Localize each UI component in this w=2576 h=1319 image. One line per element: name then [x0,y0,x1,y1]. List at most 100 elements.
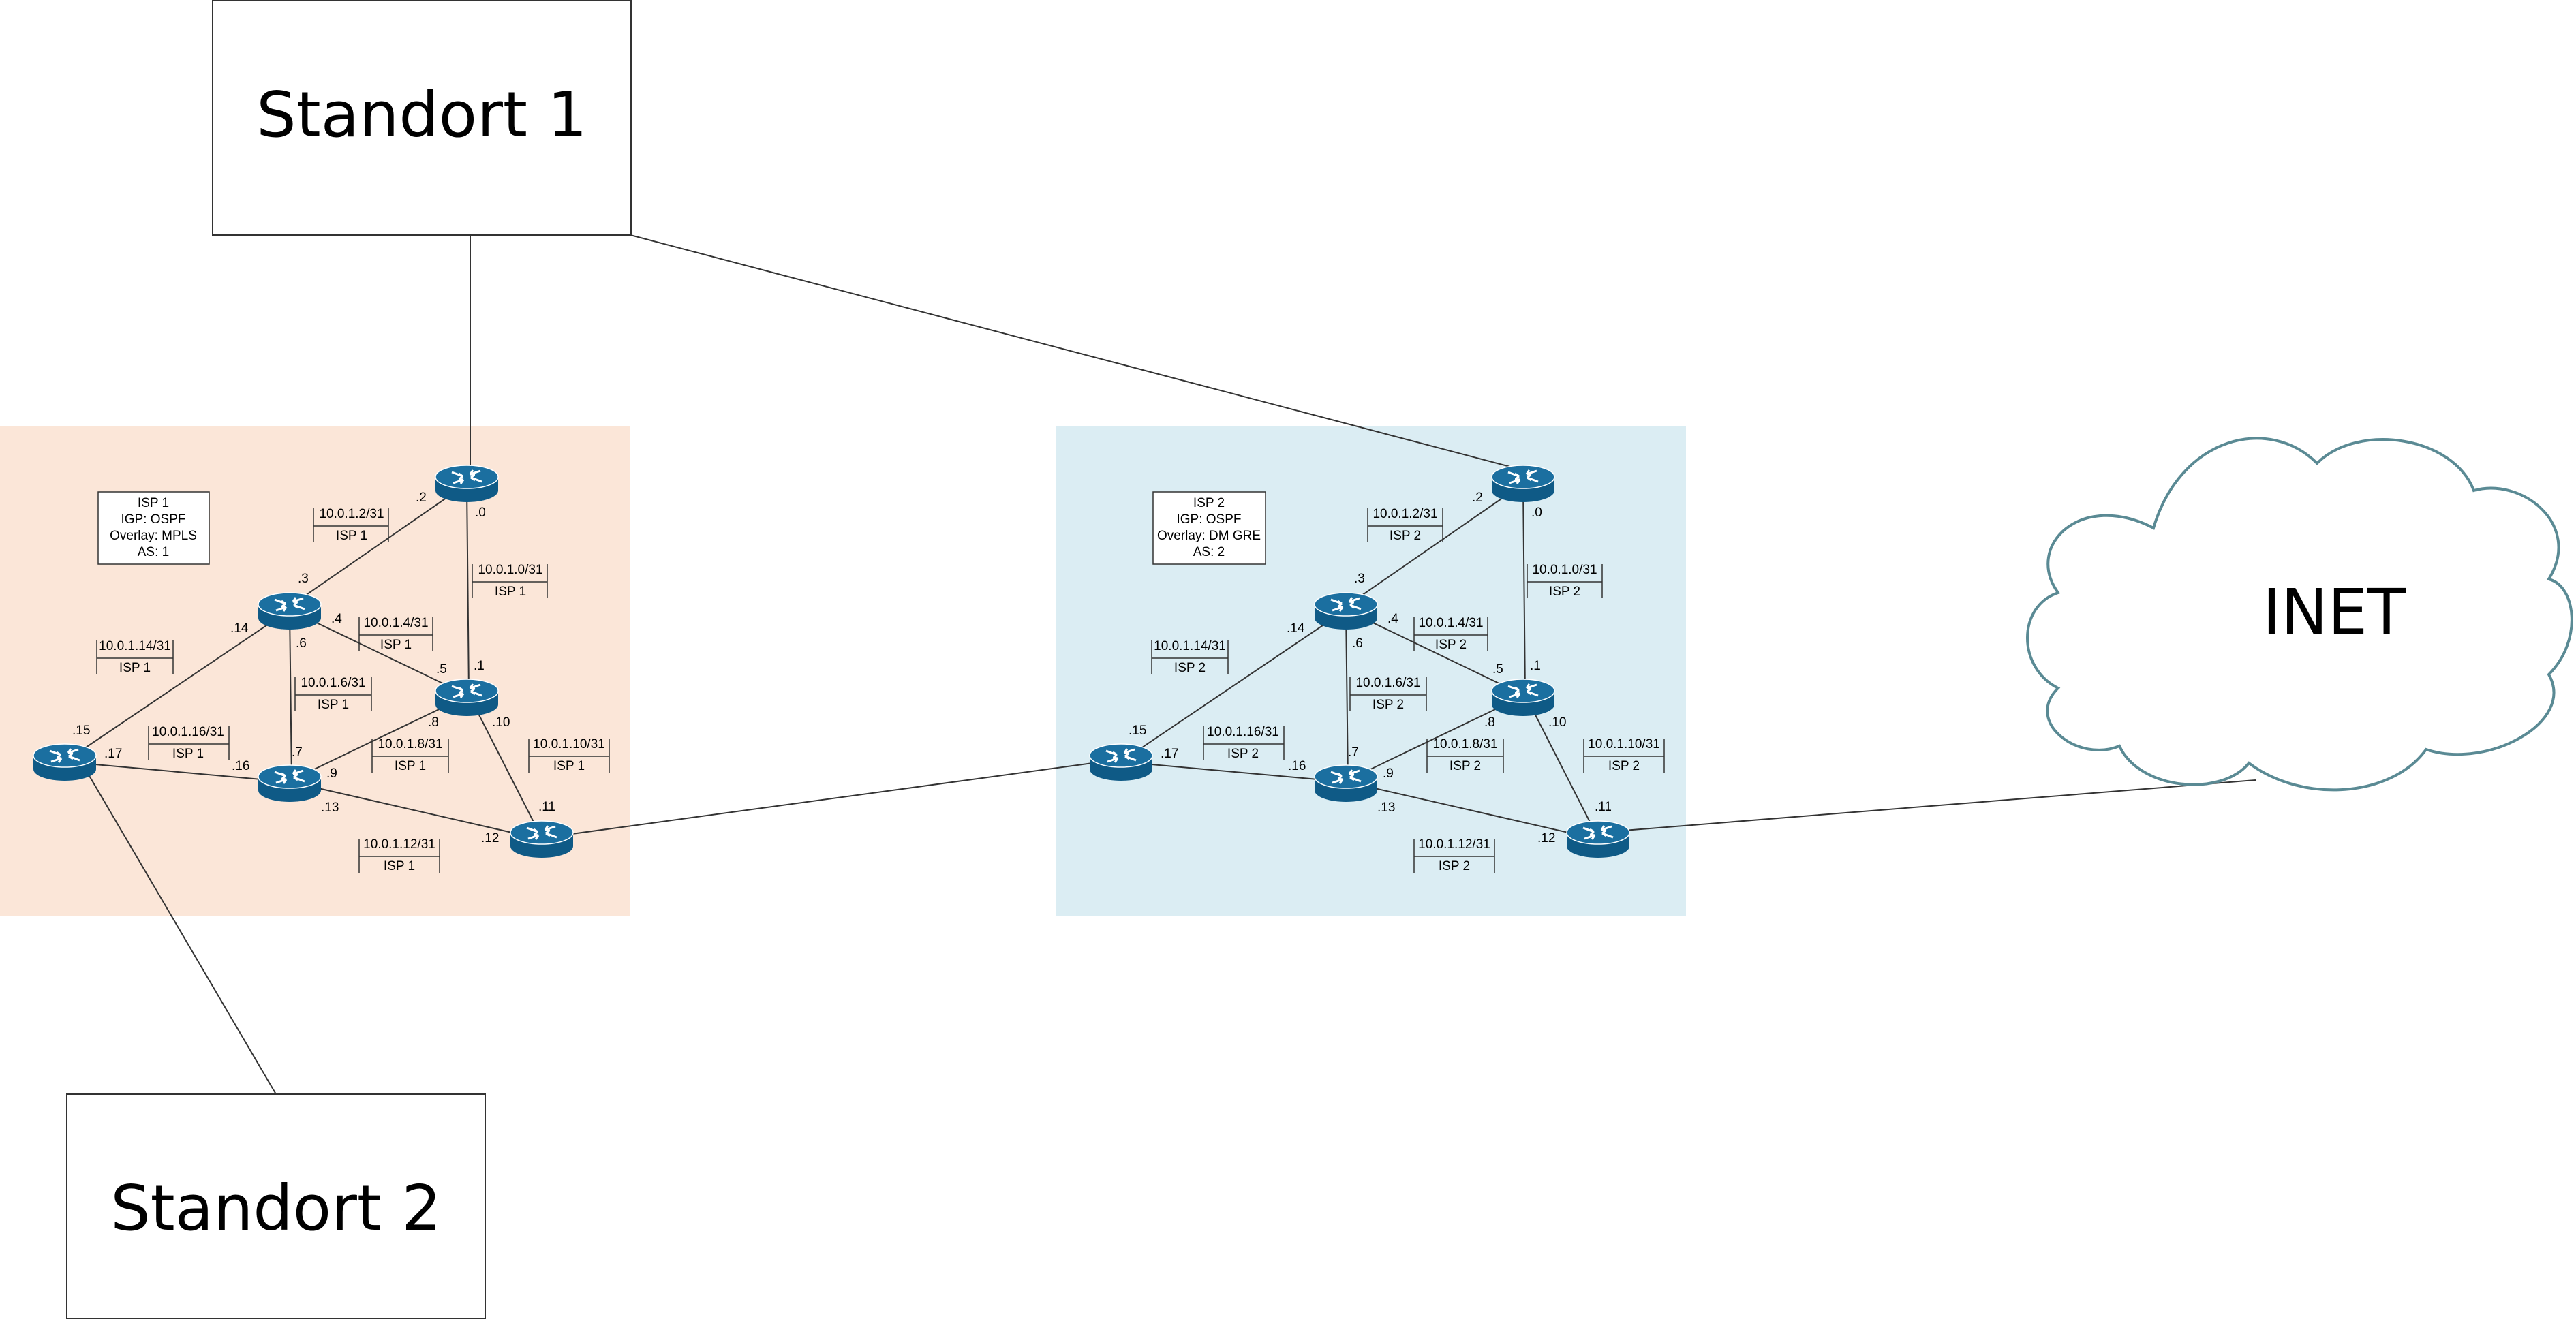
port-label: .12 [1537,831,1555,845]
router-icon[interactable] [509,820,574,859]
info-line: ISP 2 [1193,496,1225,510]
isp1-info-box: ISP 1 IGP: OSPF Overlay: MPLS AS: 1 [97,491,210,565]
net-isp: ISP 1 [336,529,367,543]
net-isp: ISP 1 [395,759,426,773]
router-icon[interactable] [434,678,500,717]
isp2-port-labels: .2 .0 .3 .4 .14 .6 .1 .5 .8 .10 .15 .7 .… [1129,491,1612,845]
isp1-links [64,483,542,840]
isp2-links [1120,483,1599,840]
site-standort-1[interactable]: Standort 1 [212,0,632,236]
net-address: 10.0.1.14/31 [1154,639,1226,653]
port-label: .2 [416,491,427,505]
info-line: AS: 1 [138,545,169,559]
router-icon[interactable] [257,591,322,631]
net-label: 10.0.1.16/31 ISP 1 [148,725,230,761]
net-address: 10.0.1.12/31 [363,837,435,852]
site-label: Standort 2 [110,1172,442,1245]
router-icon[interactable] [1088,743,1154,782]
port-label: .15 [1129,724,1146,738]
port-label: .12 [481,831,499,845]
router-icon[interactable] [1565,820,1631,859]
port-label: .3 [298,572,309,586]
inet-cloud[interactable]: INET [2026,437,2573,792]
net-address: 10.0.1.10/31 [533,737,605,751]
net-label: 10.0.1.8/31 ISP 1 [371,737,449,773]
port-label: .4 [331,612,342,626]
port-label: .11 [1595,800,1612,814]
port-label: .6 [296,636,307,651]
port-label: .1 [474,659,485,673]
net-label: 10.0.1.4/31 ISP 1 [358,616,433,652]
router-icon[interactable] [1313,764,1379,803]
port-label: .11 [538,800,555,814]
net-address: 10.0.1.0/31 [478,563,542,577]
port-label: .0 [475,506,486,520]
net-isp: ISP 2 [1608,759,1640,773]
net-address: 10.0.1.2/31 [319,507,384,521]
cloud-label: INET [2263,576,2406,649]
net-label: 10.0.1.14/31 ISP 2 [1151,639,1229,675]
net-label: 10.0.1.14/31 ISP 1 [96,639,174,675]
net-address: 10.0.1.8/31 [1432,737,1497,751]
isp2-network-labels: 10.0.1.2/31 ISP 2 10.0.1.0/31 ISP 2 10.0… [1151,507,1665,873]
port-label: .0 [1531,506,1542,520]
site-standort-2[interactable]: Standort 2 [66,1093,486,1319]
net-isp: ISP 1 [495,585,526,599]
net-label: 10.0.1.6/31 ISP 2 [1349,676,1427,712]
net-address: 10.0.1.4/31 [363,616,428,630]
port-label: .14 [1287,621,1305,636]
site-label: Standort 1 [256,78,587,151]
net-address: 10.0.1.6/31 [301,676,365,690]
isp1-port-labels: .2 .0 .3 .4 .14 .6 .1 .5 .8 .10 .15 .7 .… [72,491,555,845]
port-label: .7 [1348,745,1359,760]
net-label: 10.0.1.2/31 ISP 2 [1367,507,1443,543]
net-label: 10.0.1.12/31 ISP 1 [358,837,440,873]
net-isp: ISP 1 [553,759,585,773]
info-line: Overlay: DM GRE [1157,529,1261,543]
port-label: .9 [1383,766,1394,781]
router-icon[interactable] [1490,678,1556,717]
net-isp: ISP 2 [1439,859,1470,873]
net-address: 10.0.1.2/31 [1373,507,1437,521]
net-address: 10.0.1.0/31 [1532,563,1597,577]
net-address: 10.0.1.16/31 [152,725,224,739]
port-label: .15 [72,724,90,738]
net-label: 10.0.1.10/31 ISP 2 [1583,737,1665,773]
net-isp: ISP 2 [1373,698,1404,712]
net-address: 10.0.1.4/31 [1418,616,1483,630]
router-icon[interactable] [257,764,322,803]
port-label: .13 [1377,801,1395,815]
net-label: 10.0.1.16/31 ISP 2 [1203,725,1285,761]
net-label: 10.0.1.12/31 ISP 2 [1413,837,1495,873]
router-icon[interactable] [32,743,97,782]
net-isp: ISP 2 [1435,638,1467,652]
port-label: .3 [1354,572,1365,586]
net-address: 10.0.1.16/31 [1207,725,1279,739]
net-label: 10.0.1.2/31 ISP 1 [313,507,389,543]
router-icon[interactable] [1490,464,1556,503]
net-label: 10.0.1.10/31 ISP 1 [528,737,610,773]
net-isp: ISP 1 [318,698,349,712]
uplinks [81,234,2256,1095]
net-isp: ISP 2 [1390,529,1421,543]
info-line: AS: 2 [1193,545,1225,559]
port-label: .10 [492,715,510,730]
port-label: .6 [1352,636,1363,651]
port-label: .2 [1472,491,1483,505]
net-address: 10.0.1.10/31 [1588,737,1660,751]
port-label: .5 [436,662,447,677]
net-isp: ISP 2 [1549,585,1580,599]
port-label: .8 [1484,715,1495,730]
isp1-network-labels: 10.0.1.2/31 ISP 1 10.0.1.0/31 ISP 1 10.0… [96,507,610,873]
net-isp: ISP 1 [119,661,151,675]
net-label: 10.0.1.8/31 ISP 2 [1426,737,1504,773]
port-label: .17 [1161,747,1178,761]
port-label: .4 [1387,612,1398,626]
router-icon[interactable] [1313,591,1379,631]
port-label: .17 [104,747,122,761]
port-label: .1 [1530,659,1541,673]
router-icon[interactable] [434,464,500,503]
isp2-info-box: ISP 2 IGP: OSPF Overlay: DM GRE AS: 2 [1152,491,1266,565]
info-line: ISP 1 [138,496,169,510]
